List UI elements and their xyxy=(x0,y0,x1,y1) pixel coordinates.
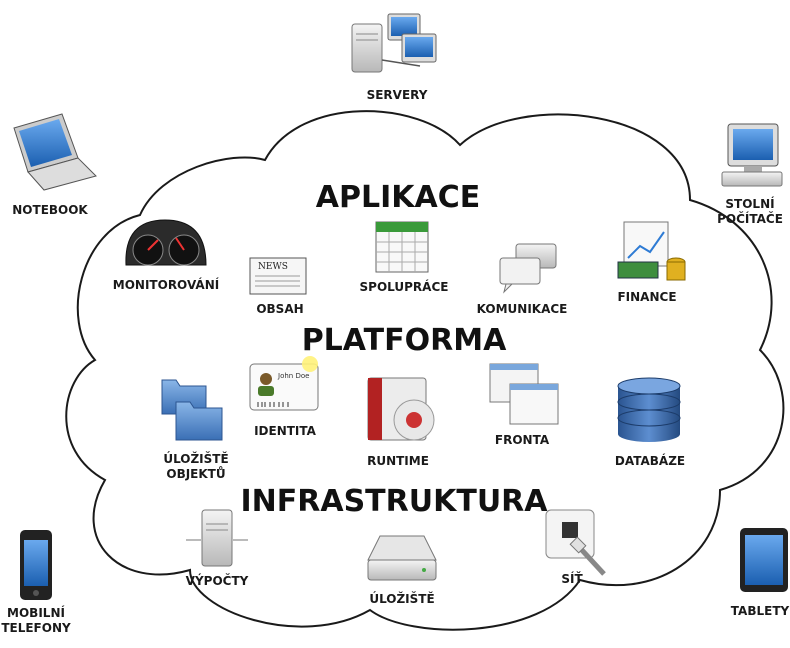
label-desktops: STOLNÍ POČÍTAČE xyxy=(717,197,783,227)
label-phones-line-1: MOBILNÍ xyxy=(7,606,65,620)
label-queue: FRONTA xyxy=(494,433,550,447)
label-database: DATABÁZE xyxy=(614,454,686,468)
label-monitoring: MONITOROVÁNÍ xyxy=(112,278,220,292)
notebook-icon xyxy=(13,113,97,191)
label-compute: VÝPOČTY xyxy=(185,574,249,588)
network-socket-icon xyxy=(545,509,606,576)
newspaper-icon: NEWS xyxy=(249,257,307,295)
tablet-icon xyxy=(740,528,788,592)
hard-drive-icon xyxy=(367,535,437,581)
servers-icon xyxy=(351,13,437,73)
cloud-outline xyxy=(65,110,785,631)
newspaper-title: NEWS xyxy=(258,262,288,272)
label-phones: MOBILNÍ TELEFONY xyxy=(1,606,70,636)
phone-icon xyxy=(20,530,52,600)
label-servers: SERVERY xyxy=(366,88,428,102)
label-notebook: NOTEBOOK xyxy=(12,203,87,218)
label-desktops-line-2: POČÍTAČE xyxy=(717,212,783,226)
runtime-package-icon xyxy=(367,377,435,441)
section-heading-platform: PLATFORMA xyxy=(301,323,507,358)
section-heading-infrastructure: INFRASTRUKTURA xyxy=(240,484,548,519)
label-object-storage: ÚLOŽIŠTĚ OBJEKTŮ xyxy=(163,452,228,482)
dashboard-gauge-icon xyxy=(125,219,207,266)
label-desktops-line-1: STOLNÍ xyxy=(725,197,775,211)
label-content: OBSAH xyxy=(256,302,304,316)
folders-icon xyxy=(161,379,223,441)
desktop-icon xyxy=(721,123,783,187)
label-identity: IDENTITA xyxy=(254,424,316,438)
label-network: SÍŤ xyxy=(561,572,583,586)
label-runtime: RUNTIME xyxy=(367,454,429,468)
label-finance: FINANCE xyxy=(617,290,677,304)
label-tablets: TABLETY xyxy=(730,604,790,618)
finance-chart-money-icon xyxy=(617,221,686,281)
label-storage: ÚLOŽIŠTĚ xyxy=(369,592,435,606)
label-object-storage-line-2: OBJEKTŮ xyxy=(166,467,226,481)
server-tower-icon xyxy=(186,509,248,567)
label-notebook-text: NOTEBOOK xyxy=(12,203,88,217)
id-card-icon: John Doe xyxy=(249,356,319,411)
speech-bubbles-icon xyxy=(499,243,557,294)
id-card-name: John Doe xyxy=(277,372,309,380)
label-communication: KOMUNIKACE xyxy=(476,302,568,316)
label-object-storage-line-1: ÚLOŽIŠTĚ xyxy=(163,452,229,466)
section-heading-applications: APLIKACE xyxy=(315,180,481,215)
queue-windows-icon xyxy=(489,363,559,425)
label-phones-line-2: TELEFONY xyxy=(1,621,71,635)
calendar-icon xyxy=(375,221,429,273)
label-collaboration: SPOLUPRÁCE xyxy=(359,280,449,294)
database-icon xyxy=(617,377,681,442)
